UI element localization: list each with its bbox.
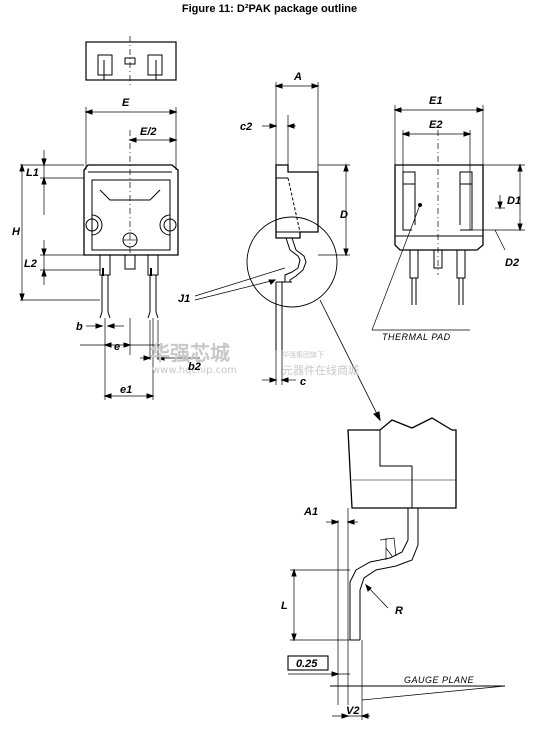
label-E-half: E/2: [140, 126, 157, 138]
label-e: e: [114, 341, 120, 353]
label-L: L: [281, 600, 288, 612]
front-view: [19, 107, 200, 400]
label-gauge-plane: GAUGE PLANE: [404, 675, 475, 685]
label-R: R: [395, 605, 403, 617]
label-e1: e1: [120, 384, 132, 396]
label-J1: J1: [178, 293, 190, 305]
label-gauge-value: 0.25: [296, 658, 318, 670]
label-L2: L2: [24, 258, 37, 270]
label-E1: E1: [429, 95, 442, 107]
label-b2: b2: [188, 361, 201, 373]
detail-view: [287, 417, 506, 720]
figure-title: Figure 11: D²PAK package outline: [181, 3, 358, 15]
watermark-small: 华强集团旗下: [282, 350, 324, 359]
label-V2: V2: [346, 705, 359, 717]
label-D2: D2: [505, 257, 519, 269]
label-L1: L1: [26, 167, 39, 179]
label-H: H: [12, 226, 21, 238]
label-E2: E2: [429, 119, 442, 131]
watermark-url: www.hqchip.com: [152, 365, 237, 376]
watermark-tagline: 元器件在线商城: [282, 363, 359, 377]
label-D1: D1: [507, 195, 521, 207]
top-view: [85, 36, 177, 86]
label-E: E: [122, 97, 130, 109]
label-thermal-pad: THERMAL PAD: [382, 332, 451, 342]
label-b: b: [76, 321, 83, 333]
dimension-labels: A c2 E E/2 L1 H L2 D E1 E2 D1 D2 J1 b e …: [12, 71, 521, 717]
back-view: [371, 105, 525, 331]
watermark: 华强芯城 www.hqchip.com 华强集团旗下 元器件在线商城: [150, 341, 359, 377]
label-A: A: [293, 71, 302, 83]
label-D: D: [340, 209, 348, 221]
label-c: c: [300, 376, 306, 388]
label-A1: A1: [303, 506, 318, 518]
side-view: [194, 82, 381, 422]
watermark-brand: 华强芯城: [150, 341, 230, 365]
label-c2: c2: [240, 121, 252, 133]
